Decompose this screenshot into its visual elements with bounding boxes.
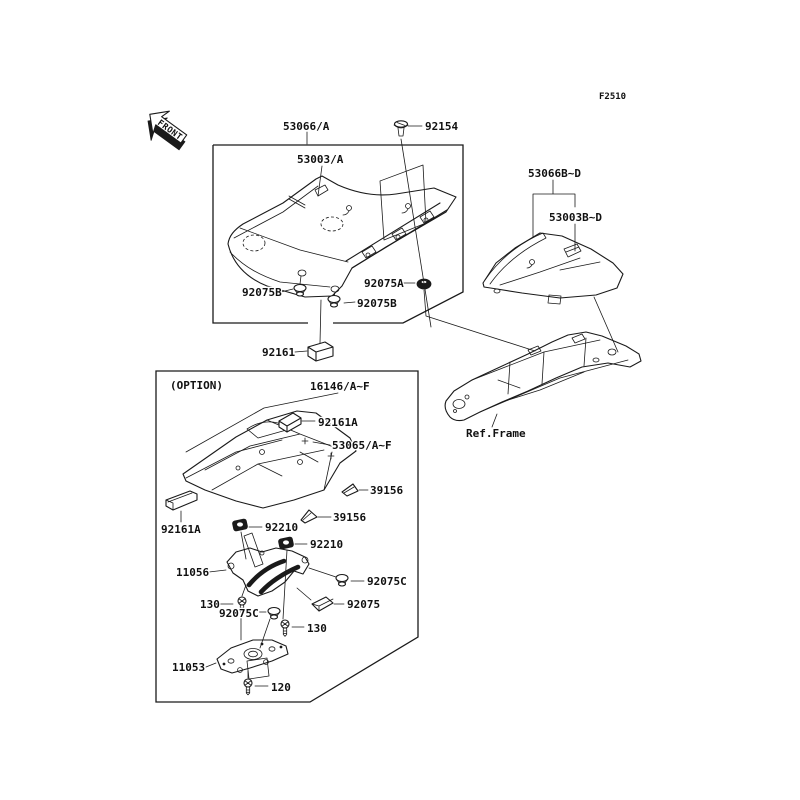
clip-reference-outline <box>243 532 264 568</box>
screw-130-right-part <box>280 619 290 637</box>
screw-92154-part <box>393 120 409 137</box>
part-label-11056: 11056 <box>176 566 209 579</box>
part-label-130-left: 130 <box>200 598 220 611</box>
main-assembly-box <box>212 144 464 324</box>
part-label-92161: 92161 <box>262 346 295 359</box>
part-label-92210-right: 92210 <box>310 538 343 551</box>
part-label-53003a: 53003/A <box>297 153 344 166</box>
part-label-16146af: 16146/A~F <box>310 380 370 393</box>
part-label-92075b-left: 92075B <box>242 286 282 299</box>
part-label-53065af: 53065/A~F <box>332 439 392 452</box>
pad-92075-part <box>311 596 334 612</box>
front-direction-arrow-icon: FRONT <box>147 110 188 151</box>
grommet-92075B-bottom-part <box>327 294 341 308</box>
part-label-92154: 92154 <box>425 120 458 133</box>
clip-nut-92210-right-part <box>278 536 294 550</box>
part-label-53003bd: 53003B~D <box>549 211 602 224</box>
pad-39156-upper-part <box>341 483 359 497</box>
part-label-11053: 11053 <box>172 661 205 674</box>
screw-120-part <box>243 678 253 696</box>
screw-130-left-part <box>237 596 247 614</box>
damper-92161A-top-part <box>278 412 302 433</box>
part-labels: F2510 53066/A 92154 53003/A 92075B 92075… <box>160 91 628 696</box>
part-label-92210-left: 92210 <box>265 521 298 534</box>
part-label-92075a: 92075A <box>364 277 404 290</box>
grommet-92075B-left-part <box>293 283 307 297</box>
option-assembly-box <box>155 370 419 703</box>
part-label-92075b-bottom: 92075B <box>357 297 397 310</box>
clip-nut-92210-left-part <box>232 518 248 532</box>
part-label-92075c-left: 92075C <box>219 607 259 620</box>
part-label-130-right: 130 <box>307 622 327 635</box>
option-seat-drawing <box>182 410 357 509</box>
part-label-92075c-right: 92075C <box>367 575 407 588</box>
rear-seat-drawing <box>482 232 624 305</box>
part-label-120: 120 <box>271 681 291 694</box>
front-seat-drawing <box>227 164 457 298</box>
grommet-92075C-right-part <box>335 573 349 587</box>
part-label-92075: 92075 <box>347 598 380 611</box>
fiche-code: F2510 <box>599 92 626 102</box>
part-label-53066a: 53066/A <box>283 120 330 133</box>
frame-drawing <box>444 331 642 422</box>
pad-39156-lower-part <box>300 509 318 524</box>
part-label-53066bd: 53066B~D <box>528 167 581 180</box>
part-label-39156-lower: 39156 <box>333 511 366 524</box>
part-label-92161a-top: 92161A <box>318 416 358 429</box>
damper-92161-part <box>307 341 334 362</box>
damper-92161A-left-part <box>165 490 198 511</box>
leader-lines <box>180 125 619 687</box>
ref-frame-label: Ref.Frame <box>466 427 526 440</box>
option-tag-label: (OPTION) <box>170 379 223 392</box>
plate-11053-drawing <box>216 639 289 680</box>
part-label-92161a-left: 92161A <box>161 523 201 536</box>
part-label-39156-upper: 39156 <box>370 484 403 497</box>
bracket-11056-drawing <box>226 547 310 597</box>
grommet-92075C-left-part <box>267 606 281 620</box>
